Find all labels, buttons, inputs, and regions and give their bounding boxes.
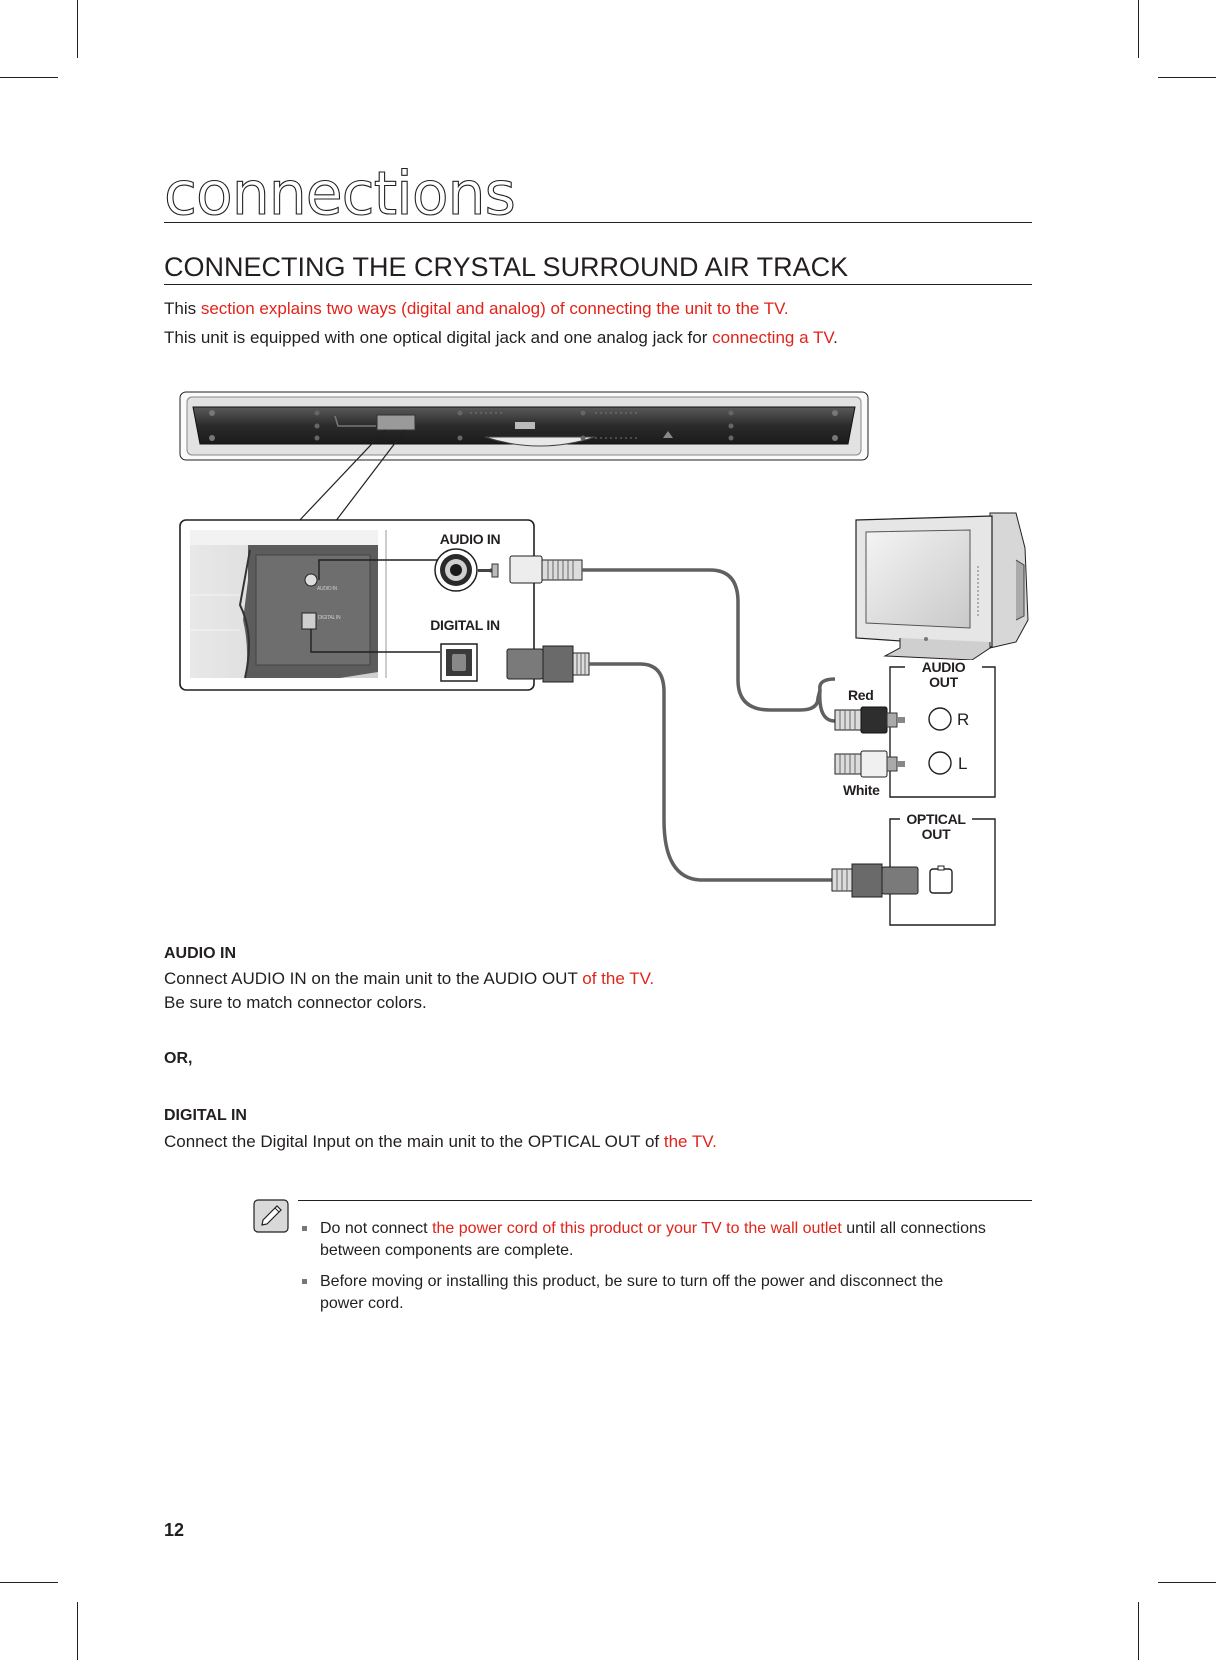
digital-in-line-1: Connect the Digital Input on the main un… [164,1131,717,1153]
tv-illustration [855,512,1029,661]
optical-out-jack [929,868,953,894]
connection-diagram: AUDIO IN DIGITAL IN AUDIO IN DIGITAL IN … [0,380,1216,940]
crop-mark [1158,77,1216,78]
note-list: Do not connect the power cord of this pr… [300,1218,1080,1324]
jack-r-label: R [957,710,969,729]
note-text: Before moving or installing this product… [320,1273,944,1290]
crop-mark [0,1582,58,1583]
rca-plug-icon [834,750,905,778]
audio-in-heading: AUDIO IN [164,945,236,962]
optical-out-panel [889,818,996,926]
note-item: Before moving or installing this product… [300,1271,1080,1315]
audio-in-text: Connect AUDIO IN on the main unit to the… [164,969,583,988]
red-label: Red [848,687,874,703]
optical-out-label: OPTICAL OUT [900,812,972,842]
mini-jack-plug-icon [478,555,583,584]
intro-highlight: connecting a TV [712,328,834,347]
note-text: until all connections [841,1220,986,1237]
section-title: CONNECTING THE CRYSTAL SURROUND AIR TRAC… [164,250,1032,285]
audio-out-panel [889,666,996,798]
audio-in-label: AUDIO IN [439,531,501,547]
intro-line-1: This section explains two ways (digital … [164,298,789,320]
callout-line [297,429,386,523]
note-item: Do not connect the power cord of this pr… [300,1218,1080,1262]
intro-highlight: section explains two ways (digital and a… [200,299,789,318]
note-text: between components are complete. [320,1242,574,1259]
optical-plug-icon [506,645,590,683]
audio-out-label-line2: OUT [929,674,958,690]
note-rule [298,1200,1032,1201]
chapter-header: connections [163,159,1032,229]
note-text: Do not connect [320,1220,433,1237]
crop-mark [77,0,78,58]
intro-text: This unit is equipped with one optical d… [164,328,713,347]
optical-out-label-line2: OUT [921,826,951,842]
callout-line [334,429,406,523]
digital-in-text: Connect the Digital Input on the main un… [164,1132,664,1151]
note-icon [253,1199,289,1233]
audio-in-line-2: Be sure to match connector colors. [164,993,427,1012]
crop-mark [77,1602,78,1660]
audio-in-highlight: of the TV. [582,969,655,988]
jack-l-label: L [958,754,968,773]
panel-digital-in-text: DIGITAL IN [318,615,341,621]
audio-in-line-1: Connect AUDIO IN on the main unit to the… [164,968,654,990]
note-text: power cord. [320,1295,404,1312]
audio-cable-split [818,689,836,723]
intro-line-2: This unit is equipped with one optical d… [164,327,838,349]
digital-in-label: DIGITAL IN [430,617,500,633]
optical-plug-icon [831,863,919,898]
bullet-icon [302,1226,307,1231]
audio-out-r-jack [928,707,952,731]
intro-text: . [833,328,838,347]
audio-cable [582,568,836,712]
crop-mark [1138,1602,1139,1660]
soundbar-illustration [179,391,869,461]
intro-text: This [164,299,201,318]
optical-out-label-line1: OPTICAL [906,811,966,827]
optical-cable [589,662,838,882]
audio-out-label-line1: AUDIO [921,659,966,675]
page-number: 12 [164,1520,185,1540]
chapter-title: connections [163,159,516,229]
crop-mark [1158,1582,1216,1583]
audio-out-label: AUDIO OUT [905,660,982,690]
bullet-icon [302,1279,307,1284]
crop-mark [1138,0,1139,58]
or-text: OR, [164,1050,193,1067]
panel-audio-in-text: AUDIO IN [317,586,337,592]
digital-in-highlight: the TV. [663,1132,717,1151]
digital-in-heading: DIGITAL IN [164,1107,247,1124]
white-label: White [843,782,880,798]
note-highlight: the power cord of this product or your T… [432,1220,842,1237]
rca-plug-icon [834,706,905,734]
diagram-svg [179,391,1029,926]
jack-panel-zoom [179,519,535,691]
audio-out-l-jack [928,751,952,775]
crop-mark [0,77,58,78]
